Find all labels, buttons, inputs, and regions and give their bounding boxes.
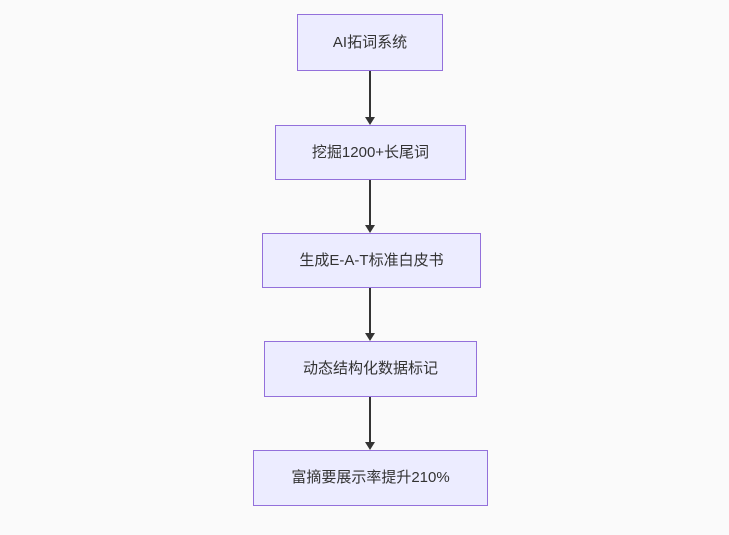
flow-node-label: AI拓词系统 bbox=[332, 33, 408, 51]
flow-arrow-1 bbox=[365, 71, 375, 125]
flow-node-dynamic-structured-data-markup: 动态结构化数据标记 bbox=[264, 341, 477, 397]
flow-node-label: 生成E-A-T标准白皮书 bbox=[299, 251, 444, 269]
flow-arrow-4 bbox=[365, 397, 375, 450]
flow-arrow-2 bbox=[365, 180, 375, 233]
flow-node-label: 动态结构化数据标记 bbox=[302, 360, 438, 377]
flow-node-rich-snippet-rate-increase: 富摘要展示率提升210% bbox=[253, 450, 488, 506]
flow-arrow-3 bbox=[365, 288, 375, 341]
flow-node-generate-eat-whitepaper: 生成E-A-T标准白皮书 bbox=[262, 233, 481, 288]
flow-node-label: 挖掘1200+长尾词 bbox=[311, 143, 430, 161]
flow-node-ai-word-expansion-system: AI拓词系统 bbox=[297, 14, 443, 71]
flow-node-label: 富摘要展示率提升210% bbox=[291, 469, 450, 486]
flow-node-mine-longtail-keywords: 挖掘1200+长尾词 bbox=[275, 125, 466, 180]
